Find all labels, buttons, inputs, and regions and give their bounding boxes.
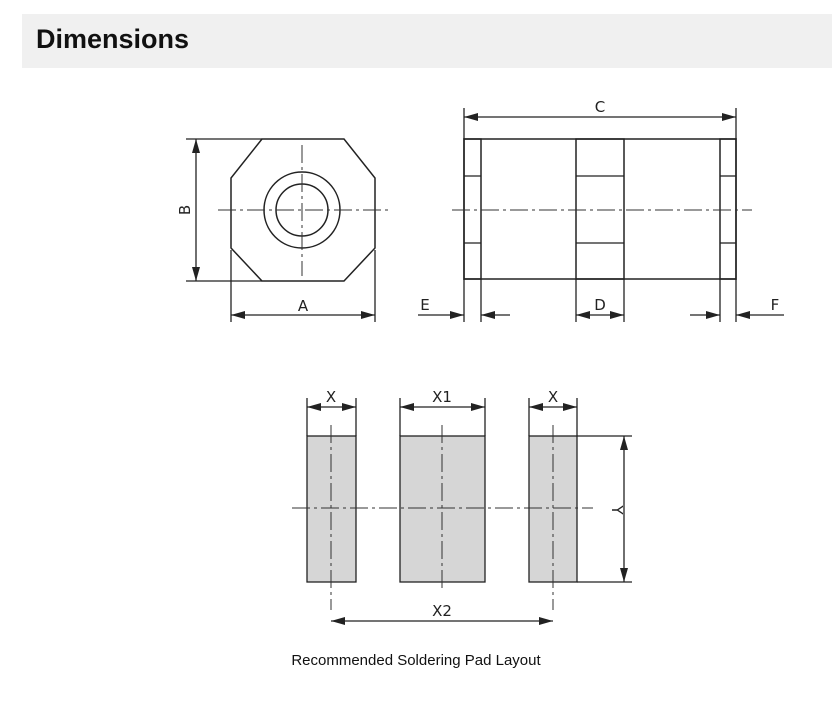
- dim-A-label: A: [298, 297, 309, 315]
- dim-X1-label: X1: [432, 388, 452, 406]
- middle-band: [575, 138, 625, 280]
- dim-X1-arrow-a: [400, 403, 414, 411]
- right-end-cap: [719, 138, 737, 280]
- pad-layout-caption: Recommended Soldering Pad Layout: [291, 652, 541, 669]
- body-outline: [463, 138, 737, 280]
- dim-A-arrow-left: [231, 311, 245, 319]
- dim-E-arrow-left: [450, 311, 464, 319]
- dim-X-left-arrow-a: [307, 403, 321, 411]
- dim-X1-arrow-b: [471, 403, 485, 411]
- dim-X-right-arrow-b: [563, 403, 577, 411]
- pad-layout: X X1 X X2 Y: [292, 388, 632, 625]
- dim-E-arrow-right: [481, 311, 495, 319]
- dim-X-right-label: X: [548, 388, 558, 406]
- dim-X2-arrow-b: [539, 617, 553, 625]
- dim-F-arrow-right: [736, 311, 750, 319]
- dim-C-arrow-left: [464, 113, 478, 121]
- dim-F-label: F: [771, 296, 780, 314]
- end-view-outline: [230, 138, 376, 282]
- dim-Y-arrow-top: [620, 436, 628, 450]
- dim-A-arrow-right: [361, 311, 375, 319]
- dim-X-right-arrow-a: [529, 403, 543, 411]
- dim-Y-label: Y: [608, 504, 626, 515]
- dim-X2-label: X2: [432, 602, 452, 620]
- dim-B-arrow-top: [192, 139, 200, 153]
- dim-Y-arrow-bottom: [620, 568, 628, 582]
- left-end-cap: [463, 138, 482, 280]
- section-header: Dimensions: [22, 14, 832, 68]
- dim-D-label: D: [594, 296, 606, 314]
- dim-C-arrow-right: [722, 113, 736, 121]
- dim-D-arrow-left: [576, 311, 590, 319]
- side-view: C E D F: [418, 98, 784, 322]
- dim-D-arrow-right: [610, 311, 624, 319]
- dim-B-label: B: [176, 205, 194, 215]
- dim-C-label: C: [595, 98, 605, 116]
- dim-X2-arrow-a: [331, 617, 345, 625]
- end-view: A B: [176, 138, 388, 322]
- dim-B-arrow-bottom: [192, 267, 200, 281]
- section-title: Dimensions: [36, 24, 190, 54]
- dim-E-label: E: [420, 296, 429, 314]
- dim-F-arrow-left: [706, 311, 720, 319]
- dim-X-left-arrow-b: [342, 403, 356, 411]
- dim-X-left-label: X: [326, 388, 336, 406]
